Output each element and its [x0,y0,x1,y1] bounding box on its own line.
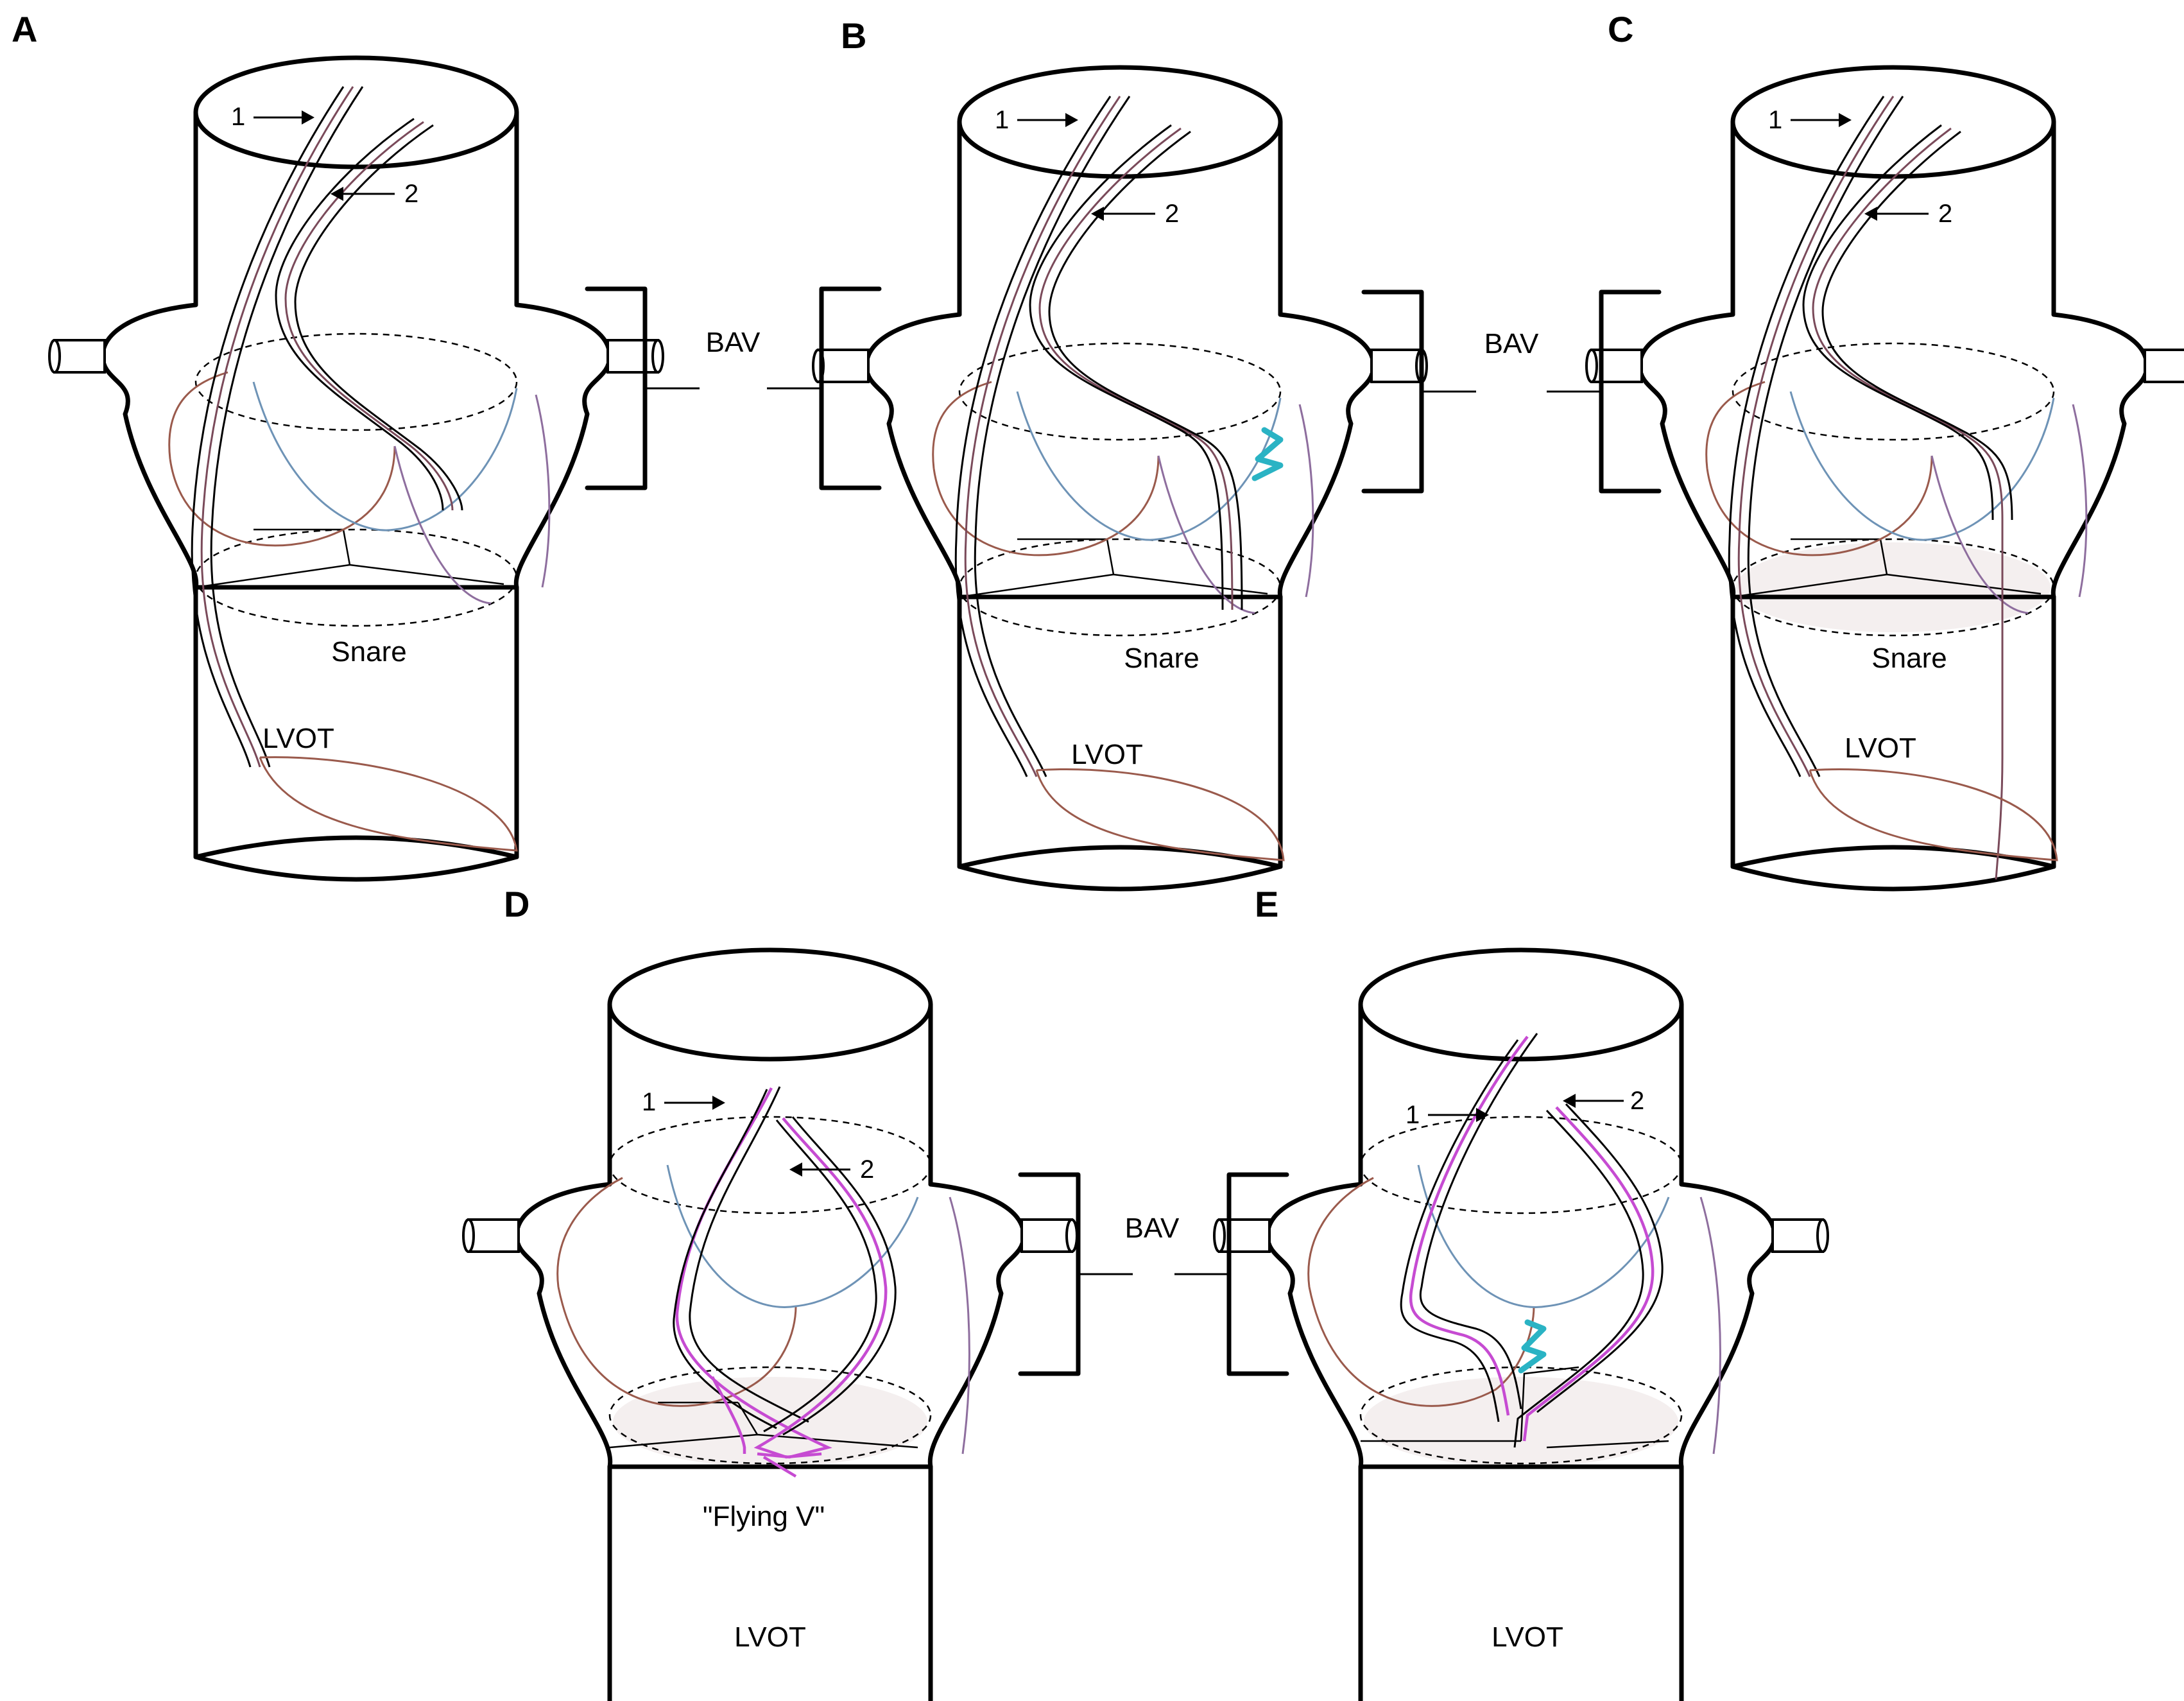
wire-2-label: 2 [1630,1087,1644,1115]
panel-b: 1 2 Snare LVOT [813,67,1427,889]
wire-1-label: 1 [642,1088,656,1116]
laceration-bolt [1251,427,1284,481]
snare-label: Snare [1124,643,1199,674]
lvot-label: LVOT [1492,1621,1563,1653]
flying-v-wires [673,1086,897,1478]
lvot-label: LVOT [262,723,334,754]
wire-2-label: 2 [404,180,418,208]
panel-c-letter: C [1608,9,1633,49]
panel-a: 1 2 Snare LVOT [49,58,663,879]
wire-2 [1029,124,1243,610]
wire-2-tail [1995,520,2004,880]
wire-2-label: 2 [860,1155,874,1184]
bav-label: BAV [706,327,761,358]
snare-loop [1809,768,2058,861]
panel-d-letter: D [504,884,529,924]
wire-1-label: 1 [231,103,245,131]
snare-loop [259,756,518,852]
bav-label: BAV [1125,1213,1180,1244]
wire-1-label: 1 [995,106,1009,134]
panel-a-letter: A [12,9,37,49]
bav-bracket-de: BAV [1020,1175,1287,1374]
wire-1 [1728,96,1904,777]
panel-d: 1 2 "Flying V" LVOT [462,947,1078,1701]
crossed-wires [1400,1033,1664,1448]
wire-2-label: 2 [1938,200,1952,228]
snare-loop [1035,768,1285,861]
panel-b-letter: B [841,15,866,56]
panel-c: 1 2 Snare LVOT [1586,67,2184,889]
bav-bracket-ab: BAV [587,289,879,488]
panel-e: 1 2 LVOT [1213,947,1829,1701]
panel-e-letter: E [1255,884,1278,924]
flying-v-label: "Flying V" [703,1501,825,1532]
snare-label: Snare [1871,643,1947,674]
lvot-label: LVOT [734,1621,806,1653]
lvot-label: LVOT [1071,739,1143,770]
bav-bracket-bc: BAV [1364,292,1659,491]
lvot-label: LVOT [1844,732,1916,764]
wire-2 [1802,124,2013,521]
wire-1-label: 1 [1768,106,1782,134]
wire-1 [954,96,1131,777]
snare-label: Snare [331,636,406,668]
wire-2 [275,117,463,511]
laceration-bolt [1518,1319,1547,1374]
bav-label: BAV [1484,328,1539,359]
wire-1-label: 1 [1406,1101,1420,1129]
wire-2-label: 2 [1165,200,1179,228]
wire-1 [191,86,364,768]
